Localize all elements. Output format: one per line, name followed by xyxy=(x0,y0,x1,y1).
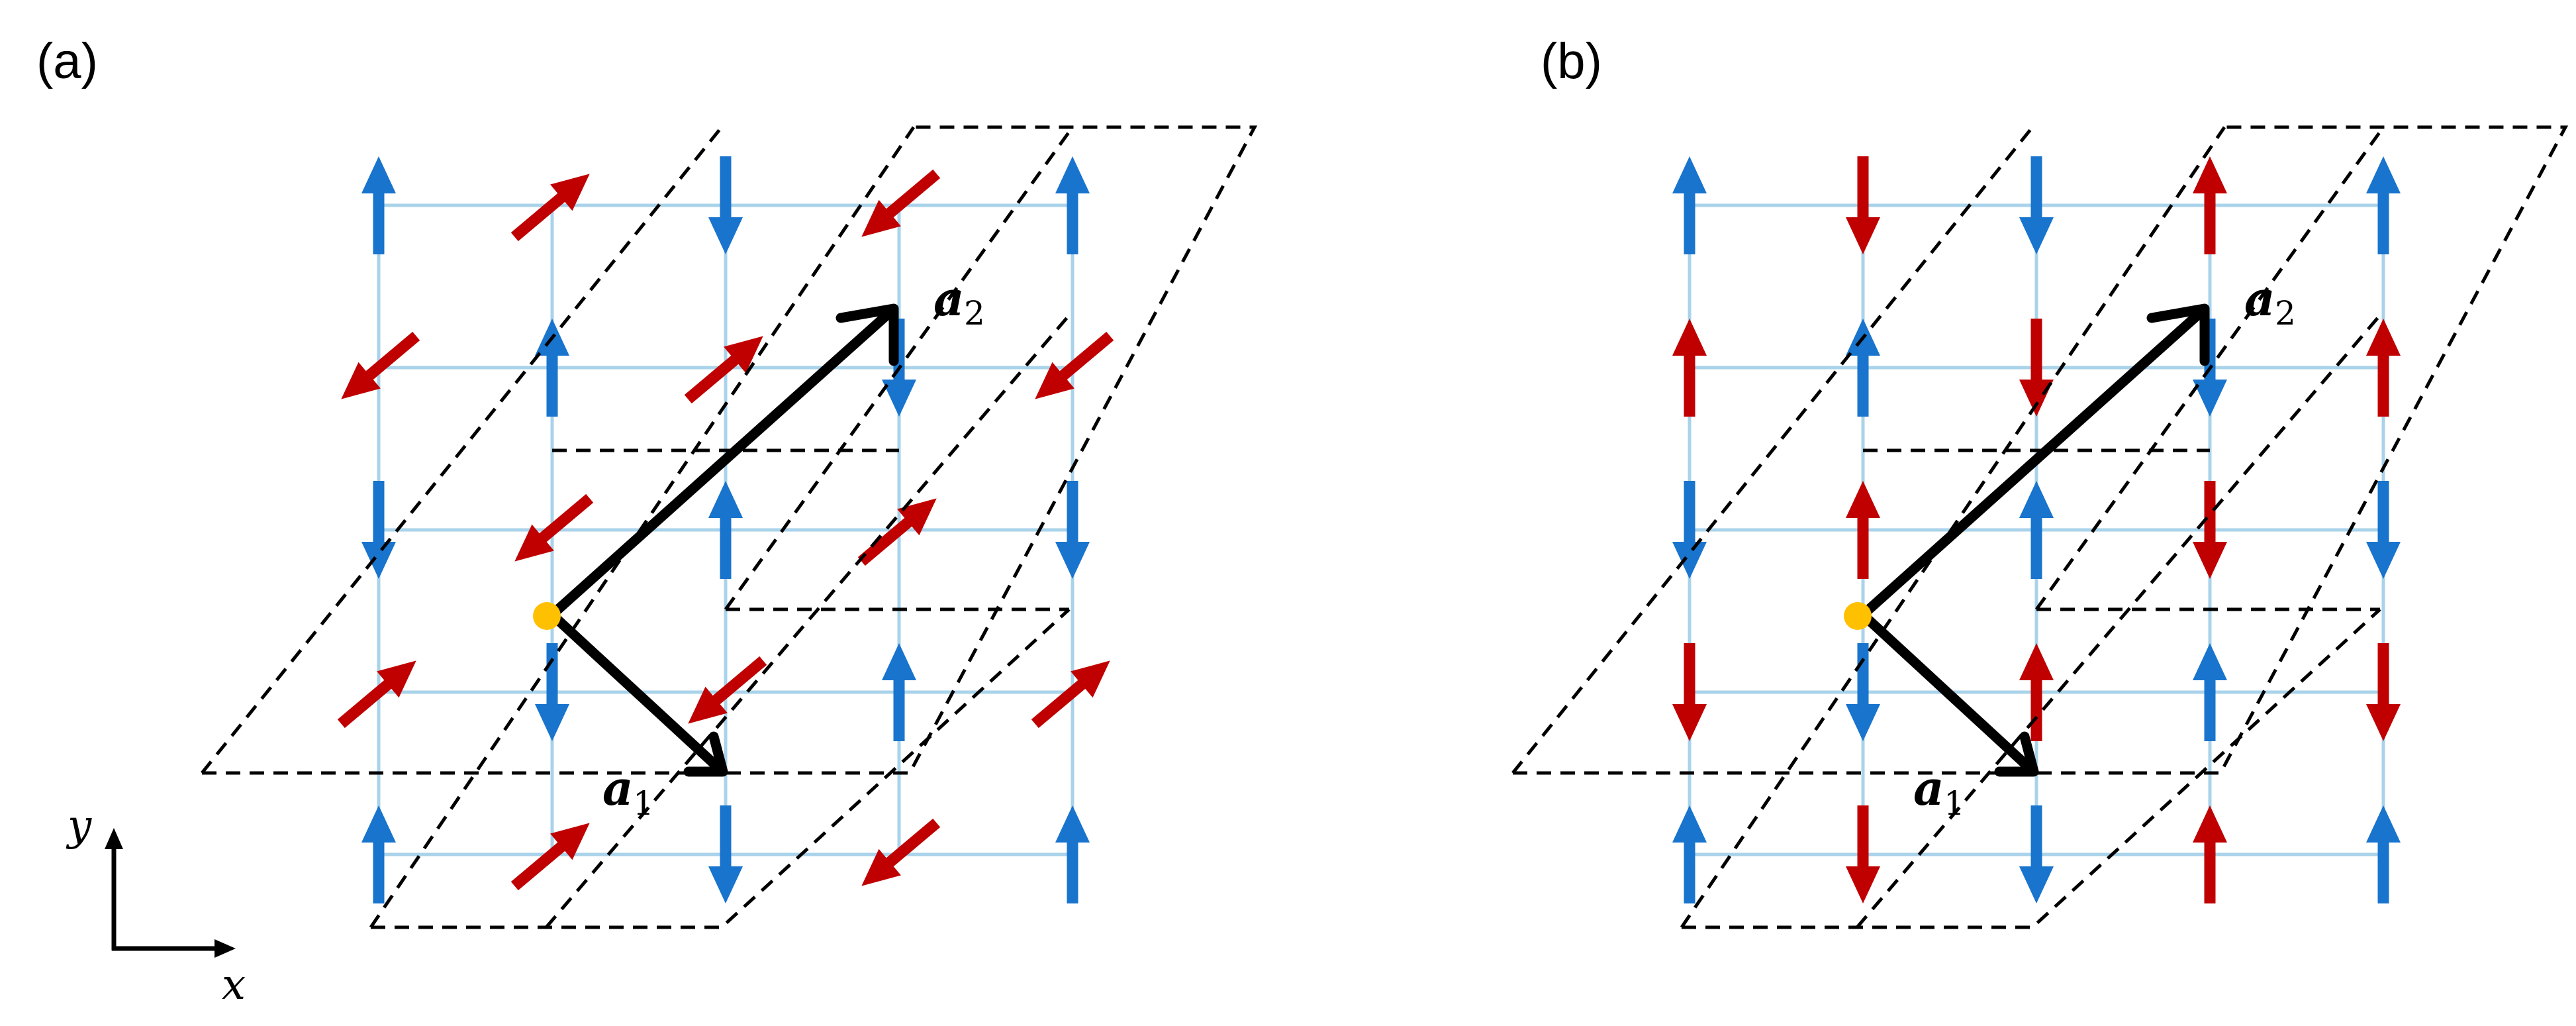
unit-cell-outline xyxy=(724,126,1074,611)
blue-spin-arrow xyxy=(2366,481,2401,579)
red-spin-arrow xyxy=(1846,481,1880,579)
blue-spin-arrow xyxy=(361,805,396,903)
panel-label-a: (a) xyxy=(36,33,98,89)
red-spin-arrow xyxy=(2193,156,2227,254)
coordinate-axes: y x xyxy=(66,801,246,1009)
vector-label-a2: a 2 xyxy=(933,270,985,333)
unit-cell-outline xyxy=(545,310,1074,929)
origin-dot xyxy=(533,602,561,630)
y-axis-arrowhead xyxy=(105,828,123,849)
magnetic-unit-cells xyxy=(201,125,1258,929)
red-spin-arrow xyxy=(861,169,941,237)
vector-a1-symbol: a xyxy=(1913,760,1944,816)
panel-b: (b) xyxy=(1511,33,2569,929)
red-spin-arrow xyxy=(510,174,590,242)
unit-cell-outline xyxy=(201,126,723,774)
blue-spin-arrow xyxy=(1055,156,1090,254)
vector-a2-arrow xyxy=(1858,303,2210,620)
red-spin-arrow xyxy=(341,331,420,399)
vector-label-a2: a 2 xyxy=(2244,270,2296,333)
unit-cell-outline xyxy=(1856,310,2385,929)
blue-spin-arrow xyxy=(2019,805,2054,903)
blue-spin-arrow xyxy=(2366,805,2401,903)
spin-arrows xyxy=(337,156,1114,903)
blue-spin-arrow xyxy=(361,481,396,579)
vector-a1-symbol: a xyxy=(602,760,634,816)
vector-a2-subscript: 2 xyxy=(2275,294,2296,333)
blue-spin-arrow xyxy=(1846,643,1880,741)
blue-spin-arrow xyxy=(535,643,569,741)
red-spin-arrow xyxy=(514,493,594,562)
blue-spin-arrow xyxy=(2193,643,2227,741)
vector-a2-arrow xyxy=(547,303,899,620)
blue-spin-arrow xyxy=(2019,156,2054,254)
x-axis-label: x xyxy=(222,960,246,1009)
unit-cell-outline xyxy=(369,126,916,929)
vector-a2-symbol: a xyxy=(2244,270,2275,327)
red-spin-arrow xyxy=(684,336,763,404)
blue-spin-arrow xyxy=(1672,481,1707,579)
blue-spin-arrow xyxy=(708,156,743,254)
red-spin-arrow xyxy=(1846,805,1880,903)
vector-label-a1: a 1 xyxy=(602,760,654,823)
blue-spin-arrow xyxy=(1672,156,1707,254)
blue-spin-arrow xyxy=(1055,805,1090,903)
vector-a1-subscript: 1 xyxy=(633,784,654,823)
unit-cell-outline xyxy=(1680,126,2226,929)
blue-spin-arrow xyxy=(535,319,569,417)
blue-spin-arrow xyxy=(882,643,916,741)
blue-spin-arrow xyxy=(361,156,396,254)
unit-cell-outline xyxy=(2034,126,2385,611)
lattice-vectors xyxy=(533,303,899,777)
y-axis-label: y xyxy=(66,801,92,850)
blue-spin-arrow xyxy=(1672,805,1707,903)
vector-a2-symbol: a xyxy=(933,270,965,327)
blue-spin-arrow xyxy=(1055,481,1090,579)
blue-spin-arrow xyxy=(708,481,743,579)
panel-label-b: (b) xyxy=(1541,33,1602,89)
magnetic-unit-cells xyxy=(1511,125,2569,929)
red-spin-arrow xyxy=(2193,805,2227,903)
blue-spin-arrow xyxy=(2019,481,2054,579)
red-spin-arrow xyxy=(861,818,941,886)
red-spin-arrow xyxy=(1031,660,1110,729)
red-spin-arrow xyxy=(1846,156,1880,254)
unit-cell-outline xyxy=(1511,126,2034,774)
red-spin-arrow xyxy=(2193,481,2227,579)
blue-spin-arrow xyxy=(708,805,743,903)
red-spin-arrow xyxy=(2366,319,2401,417)
vector-a1-arrow xyxy=(547,609,728,777)
vector-label-a1: a 1 xyxy=(1913,760,1965,823)
lattice-vectors xyxy=(1844,303,2210,777)
red-spin-arrow xyxy=(2019,643,2054,741)
red-spin-arrow xyxy=(337,660,416,729)
unit-cell-outline xyxy=(1513,125,2569,775)
unit-cell-outline xyxy=(202,125,1258,775)
red-spin-arrow xyxy=(2366,643,2401,741)
red-spin-arrow xyxy=(510,823,590,891)
vector-a1-subscript: 1 xyxy=(1944,784,1965,823)
x-axis-arrowhead xyxy=(215,939,236,958)
origin-dot xyxy=(1844,602,1872,630)
blue-spin-arrow xyxy=(1846,319,1880,417)
vector-a2-subscript: 2 xyxy=(964,294,985,333)
red-spin-arrow xyxy=(1672,643,1707,741)
red-spin-arrow xyxy=(1672,319,1707,417)
red-spin-arrow xyxy=(688,656,767,724)
red-spin-arrow xyxy=(857,498,937,566)
blue-spin-arrow xyxy=(2366,156,2401,254)
vector-a1-arrow xyxy=(1858,609,2039,777)
red-spin-arrow xyxy=(1035,331,1114,399)
panel-a: (a) xyxy=(36,33,1258,1009)
